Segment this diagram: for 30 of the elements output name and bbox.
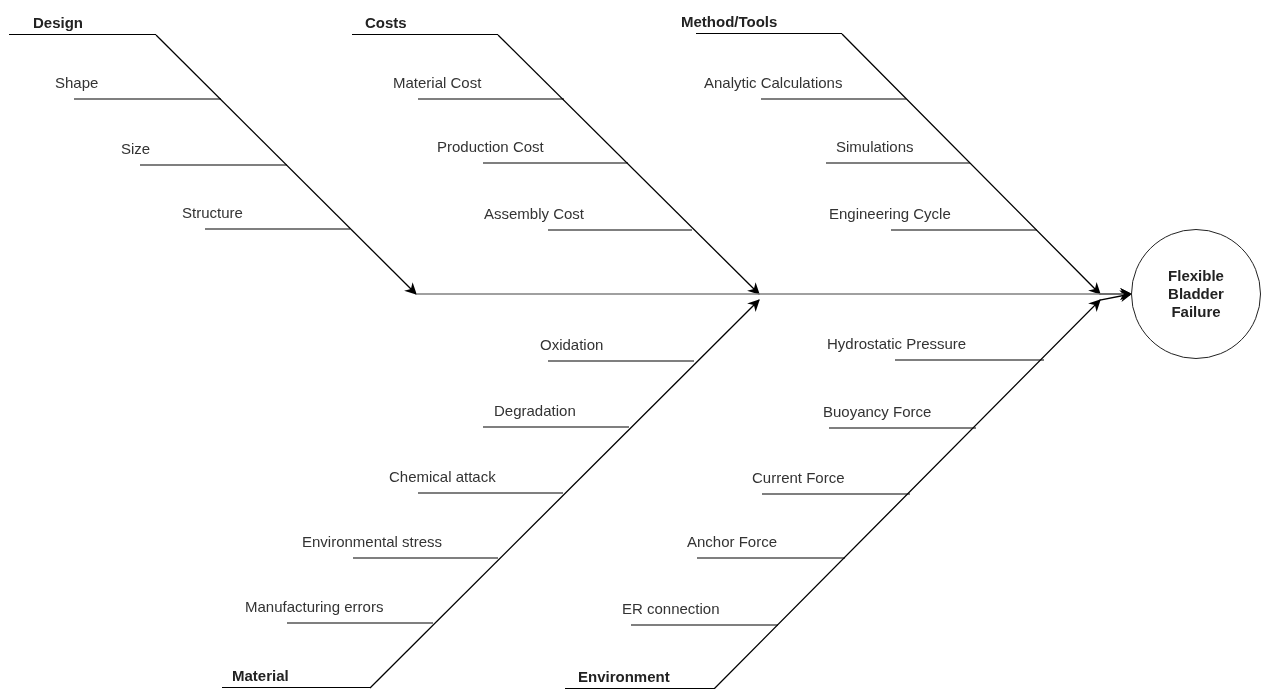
bone-arrow [713, 290, 1132, 689]
category-label: Costs [365, 14, 407, 32]
bone-arrow [497, 34, 760, 295]
category-label: Environment [578, 668, 670, 686]
cause-label: Simulations [836, 138, 914, 156]
cause-label: Production Cost [437, 138, 544, 156]
cause-label: Anchor Force [687, 533, 778, 551]
effect-label: Flexible Bladder Failure [1167, 267, 1225, 321]
cause-label: Manufacturing errors [245, 598, 384, 616]
cause-label: Chemical attack [389, 468, 496, 486]
cause-label: ER connection [622, 600, 720, 618]
cause-label: Material Cost [393, 74, 482, 92]
cause-label: Degradation [494, 402, 576, 420]
cause-label: Size [121, 140, 151, 158]
bone-arrow [369, 299, 760, 689]
cause-label: Engineering Cycle [829, 205, 951, 223]
cause-label: Assembly Cost [484, 205, 585, 223]
cause-label: Environmental stress [302, 533, 443, 551]
cause-label: Hydrostatic Pressure [827, 335, 967, 353]
bone-arrow [155, 34, 417, 295]
cause-label: Buoyancy Force [823, 403, 932, 421]
category-label: Method/Tools [681, 13, 778, 31]
cause-label: Structure [182, 204, 243, 222]
category-label: Design [33, 14, 83, 32]
cause-label: Oxidation [540, 336, 604, 354]
spine-arrow [415, 288, 1133, 300]
cause-label: Current Force [752, 469, 845, 487]
cause-label: Shape [55, 74, 99, 92]
cause-label: Analytic Calculations [704, 74, 843, 92]
category-label: Material [232, 667, 289, 685]
